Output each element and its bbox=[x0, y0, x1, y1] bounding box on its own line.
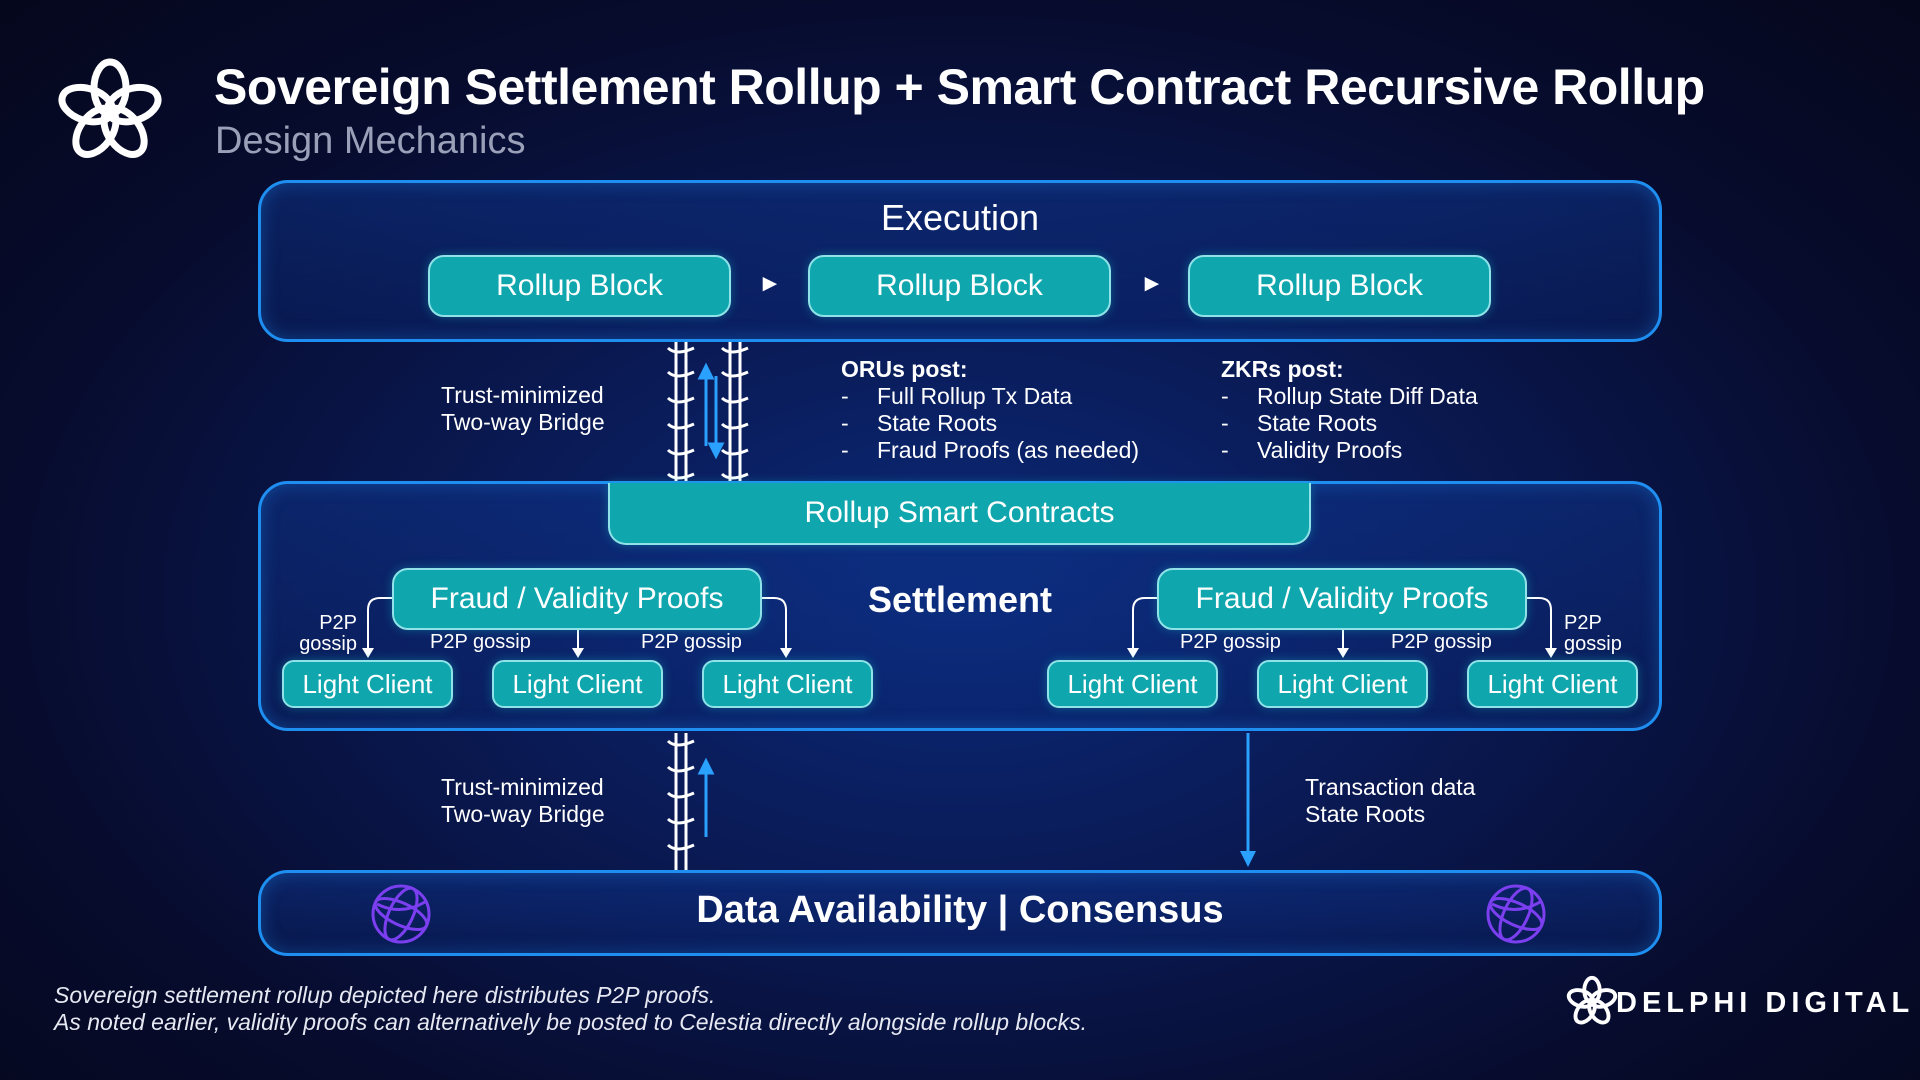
footnote-line2: As noted earlier, validity proofs can al… bbox=[54, 1009, 1088, 1035]
light-client: Light Client bbox=[1257, 660, 1428, 708]
lower-bridge-line1: Trust-minimized bbox=[441, 774, 604, 800]
light-client: Light Client bbox=[1467, 660, 1638, 708]
zkr-post-heading: ZKRs post: bbox=[1221, 356, 1344, 382]
upper-bridge-line2: Two-way Bridge bbox=[441, 409, 605, 435]
footnote: Sovereign settlement rollup depicted her… bbox=[54, 982, 1087, 1036]
brand-name: DELPHI DIGITAL bbox=[1616, 987, 1915, 1019]
gossip-label-left-stack: P2P gossip bbox=[289, 613, 357, 655]
gossip-label: P2P gossip bbox=[1180, 631, 1281, 653]
oru-post-heading: ORUs post: bbox=[841, 356, 968, 382]
settlement-title: Settlement bbox=[867, 579, 1053, 620]
gossip-label: P2P gossip bbox=[1391, 631, 1492, 653]
transaction-data-line1: Transaction data bbox=[1305, 774, 1476, 800]
transaction-data-label: Transaction data State Roots bbox=[1305, 774, 1475, 828]
zkr-post-item: -State Roots bbox=[1221, 410, 1378, 436]
data-availability-title: Data Availability | Consensus bbox=[696, 889, 1224, 931]
gossip-line2: gossip bbox=[1564, 633, 1622, 655]
gossip-label: P2P gossip bbox=[641, 631, 742, 653]
proofs-box-left: Fraud / Validity Proofs bbox=[392, 568, 762, 630]
page-subtitle: Design Mechanics bbox=[215, 120, 526, 162]
gossip-label: P2P gossip bbox=[430, 631, 531, 653]
block-arrow-1: ► bbox=[758, 270, 782, 297]
gossip-line1: P2P bbox=[1564, 612, 1602, 634]
rollup-block-2: Rollup Block bbox=[808, 255, 1111, 317]
oru-post-item: -State Roots bbox=[841, 410, 998, 436]
transaction-data-arrow bbox=[1240, 733, 1256, 867]
footnote-line1: Sovereign settlement rollup depicted her… bbox=[54, 982, 716, 1008]
light-client: Light Client bbox=[1047, 660, 1218, 708]
delphi-small-logo-icon bbox=[1566, 975, 1618, 1025]
data-availability-panel bbox=[258, 870, 1662, 956]
lower-bridge-label: Trust-minimized Two-way Bridge bbox=[441, 774, 605, 828]
rollup-smart-contracts-box: Rollup Smart Contracts bbox=[608, 483, 1311, 545]
light-client: Light Client bbox=[282, 660, 453, 708]
upper-bridge-label: Trust-minimized Two-way Bridge bbox=[441, 382, 605, 436]
light-client: Light Client bbox=[702, 660, 873, 708]
rollup-block-3: Rollup Block bbox=[1188, 255, 1491, 317]
globe-icon bbox=[1486, 884, 1546, 944]
lower-bridge-line2: Two-way Bridge bbox=[441, 801, 605, 827]
oru-post-list: ORUs post: -Full Rollup Tx Data -State R… bbox=[841, 356, 1139, 464]
page-title: Sovereign Settlement Rollup + Smart Cont… bbox=[214, 59, 1705, 115]
upper-bridge-icon bbox=[666, 342, 749, 482]
upper-bridge-line1: Trust-minimized bbox=[441, 382, 604, 408]
zkr-post-item: -Rollup State Diff Data bbox=[1221, 383, 1478, 409]
zkr-post-list: ZKRs post: -Rollup State Diff Data -Stat… bbox=[1221, 356, 1478, 464]
block-arrow-2: ► bbox=[1140, 270, 1164, 297]
delphi-logo-icon bbox=[58, 58, 162, 158]
zkr-post-item: -Validity Proofs bbox=[1221, 437, 1403, 463]
proofs-box-right: Fraud / Validity Proofs bbox=[1157, 568, 1527, 630]
oru-post-item: -Full Rollup Tx Data bbox=[841, 383, 1073, 409]
rollup-block-1: Rollup Block bbox=[428, 255, 731, 317]
gossip-line2: gossip bbox=[299, 633, 357, 655]
oru-post-item: -Fraud Proofs (as needed) bbox=[841, 437, 1140, 463]
transaction-data-line2: State Roots bbox=[1305, 801, 1426, 827]
light-client: Light Client bbox=[492, 660, 663, 708]
execution-title: Execution bbox=[880, 197, 1040, 238]
gossip-line1: P2P bbox=[319, 612, 357, 634]
gossip-label-right-stack: P2P gossip bbox=[1564, 613, 1622, 655]
globe-icon bbox=[371, 884, 431, 944]
lower-bridge-icon bbox=[666, 733, 715, 871]
